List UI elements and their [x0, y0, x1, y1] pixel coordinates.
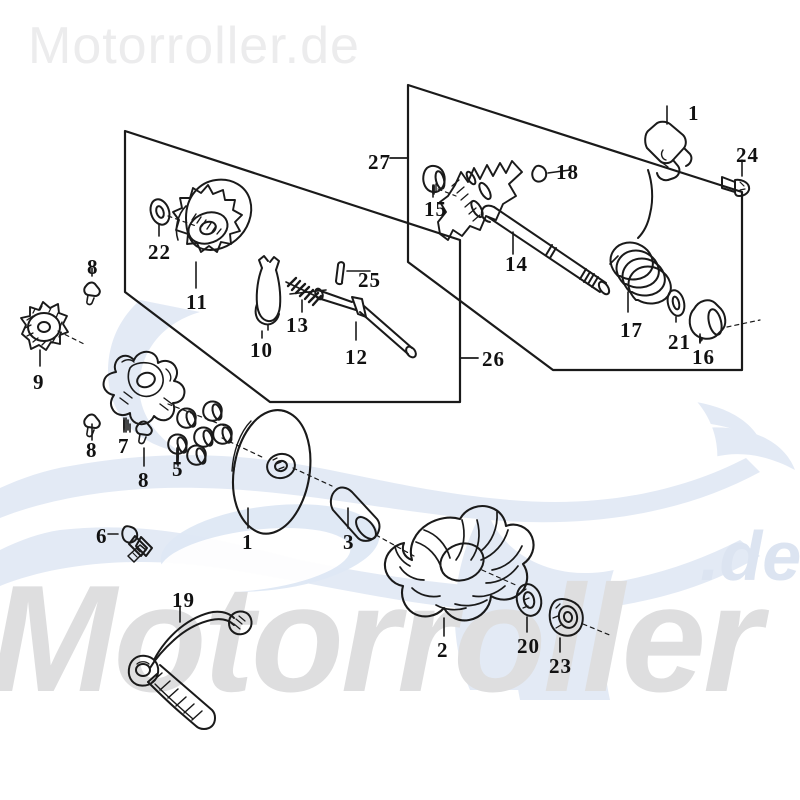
- callout-26: 26: [482, 347, 505, 371]
- callout-22: 22: [148, 240, 171, 264]
- callout-24: 24: [736, 143, 759, 167]
- part-10-return-hook: [254, 255, 282, 326]
- part-17-return-spring: [609, 169, 672, 305]
- callout-27: 27: [368, 150, 391, 174]
- watermark-bottom: Motorroller: [0, 554, 762, 724]
- callout-1-top: 1: [688, 101, 700, 125]
- callout-2: 2: [437, 638, 449, 662]
- part-18-pin: [531, 164, 548, 183]
- frame-26-outline: [123, 129, 462, 404]
- callout-3: 3: [343, 530, 355, 554]
- callout-25: 25: [358, 268, 381, 292]
- callout-8-b: 8: [86, 438, 98, 462]
- callout-1-pulley: 1: [242, 530, 254, 554]
- callout-7: 7: [118, 434, 130, 458]
- part-3-spacer-collar: [329, 486, 415, 557]
- callout-13: 13: [286, 313, 309, 337]
- part-5-roller-weights: [167, 400, 233, 466]
- part-19-kickstarter-lever: [127, 610, 253, 730]
- callout-11: 11: [186, 290, 208, 314]
- frame-27-outline: [406, 83, 744, 372]
- callout-10: 10: [250, 338, 273, 362]
- part-8-clip-a: [83, 281, 101, 306]
- callout-8-a: 8: [87, 255, 99, 279]
- callout-20: 20: [517, 634, 540, 658]
- part-14-kickstarter-shaft: [437, 160, 611, 296]
- part-1-stopper-bracket: [644, 120, 693, 182]
- callout-19: 19: [172, 588, 195, 612]
- callout-5: 5: [172, 457, 184, 481]
- callout-12: 12: [345, 345, 368, 369]
- part-11-ratchet-gear: [172, 178, 253, 253]
- part-12-spindle: [314, 287, 417, 359]
- watermark-de: .de: [700, 517, 800, 595]
- callout-15: 15: [424, 197, 447, 221]
- part-20-lock-washer: [515, 583, 543, 617]
- callout-16: 16: [692, 345, 715, 369]
- callout-21: 21: [668, 330, 691, 354]
- part-22-circlip: [149, 198, 171, 226]
- part-1-pulley-face: [231, 409, 333, 535]
- callout-6: 6: [96, 524, 108, 548]
- callout-17: 17: [620, 318, 643, 342]
- callout-9: 9: [33, 370, 45, 394]
- part-8-clip-c: [135, 420, 153, 445]
- part-21-washer: [666, 289, 686, 317]
- part-2-fan-impeller: [383, 505, 535, 622]
- part-6-flange-bolt: [121, 525, 153, 563]
- callout-14: 14: [505, 252, 528, 276]
- part-7-ramp-plate: [102, 350, 231, 429]
- part-24-flange-bolt: [721, 176, 751, 197]
- part-16-collar: [688, 299, 727, 340]
- callout-18: 18: [556, 160, 579, 184]
- part-9-gear: [20, 301, 87, 351]
- watermark-top: Motorroller.de: [28, 17, 360, 75]
- part-23-hex-nut: [548, 598, 613, 637]
- part-25-cotter-pin: [335, 261, 346, 286]
- callout-8-c: 8: [138, 468, 150, 492]
- callout-23: 23: [549, 654, 572, 678]
